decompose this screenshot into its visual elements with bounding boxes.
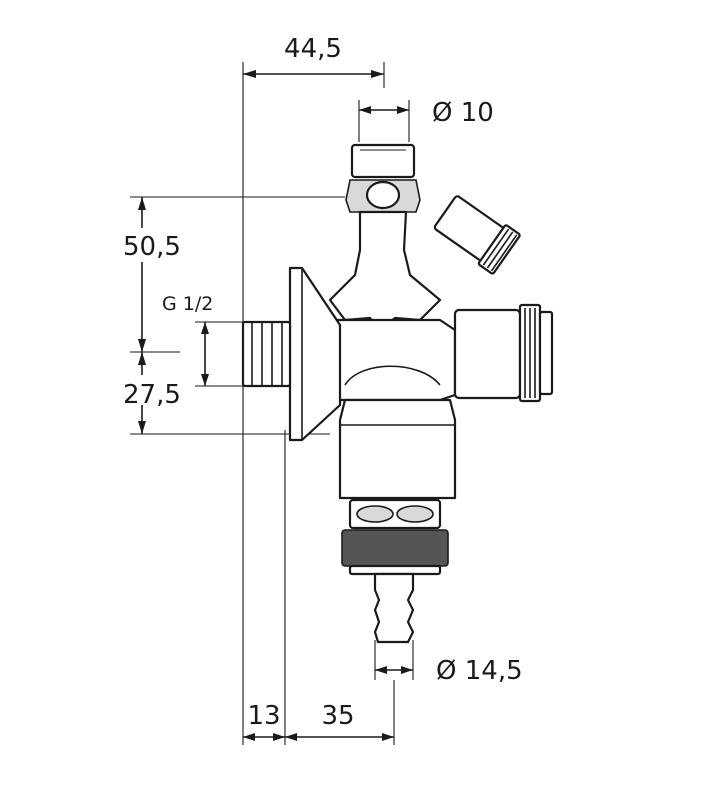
dim-outlet-offset: 35 (321, 701, 354, 731)
dim-height-lower: 27,5 (123, 380, 181, 410)
valve-body (241, 143, 554, 644)
dim-thread: G 1/2 (162, 293, 213, 315)
dim-top-width: 44,5 (284, 34, 342, 64)
dim-hose-diameter: Ø 14,5 (436, 656, 523, 686)
dimension-arrows (138, 70, 413, 741)
dim-height-upper: 50,5 (123, 232, 181, 262)
dim-wall-offset: 13 (247, 701, 280, 731)
dim-outlet-diameter-top: Ø 10 (432, 98, 494, 128)
